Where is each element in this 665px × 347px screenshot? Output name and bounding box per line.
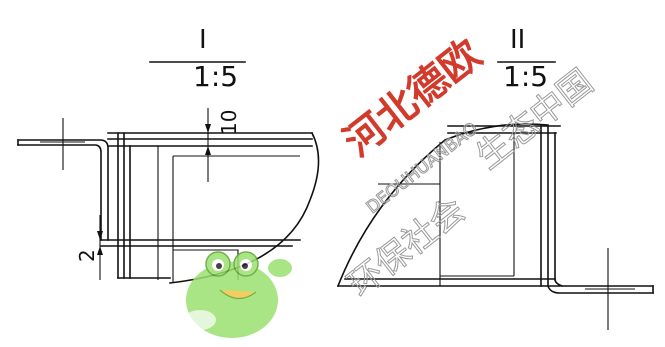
detail-left: I 1:5 10 [17, 25, 320, 284]
detail-left-roman: I [199, 25, 207, 55]
watermark: 河北德欧 生态中国 环保社会 DEOUHUANBAO [336, 31, 601, 305]
left-flange-lower [17, 144, 102, 241]
detail-right-scale: 1:5 [503, 60, 548, 93]
dim-left-value: 2 [75, 249, 99, 262]
frog-mascot-icon [184, 251, 292, 338]
detail-right-roman: II [510, 25, 525, 55]
left-flange-upper [17, 139, 109, 241]
watermark-line3: 环保社会 [341, 190, 473, 305]
dim-top-value: 10 [217, 110, 241, 135]
detail-right: II 1:5 [336, 25, 654, 330]
detail-left-scale: 1:5 [193, 60, 238, 93]
